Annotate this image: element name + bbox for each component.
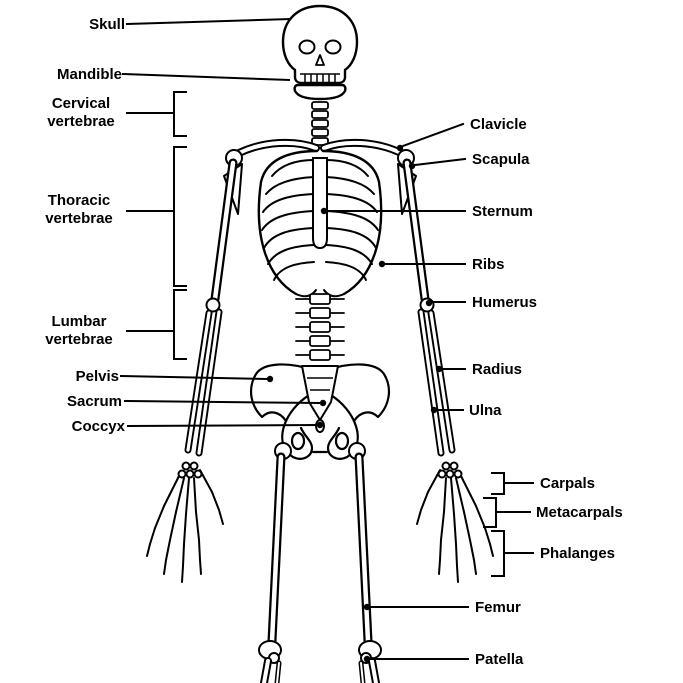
label-metacarpals: Metacarpals	[536, 504, 623, 521]
femur-graphic	[267, 442, 373, 646]
label-patella: Patella	[475, 651, 524, 668]
cervical-spine-graphic	[311, 101, 329, 146]
sacrum-coccyx-graphic	[301, 365, 339, 433]
label-coccyx: Coccyx	[71, 418, 125, 435]
label-sacrum: Sacrum	[66, 393, 122, 410]
humerus-graphic	[210, 158, 430, 304]
label-clavicle: Clavicle	[470, 116, 527, 133]
clavicle-leader	[401, 122, 465, 148]
skull-leader	[125, 17, 292, 26]
sacrum-leader	[123, 399, 322, 405]
label-sternum: Sternum	[472, 203, 533, 220]
label-carpals: Carpals	[540, 475, 596, 492]
label-scapula: Scapula	[472, 151, 530, 168]
coccyx-leader	[126, 423, 319, 428]
skull-graphic	[281, 4, 359, 101]
leader-lines	[119, 17, 534, 660]
clavicle-graphic	[235, 138, 405, 157]
cervical-bracket	[126, 91, 187, 137]
carpals-bracket	[491, 472, 534, 495]
forearm-graphic	[184, 308, 456, 457]
phalanges-bracket	[491, 530, 534, 577]
lumbar-spine-graphic	[295, 293, 345, 361]
label-radius: Radius	[472, 361, 523, 378]
knee-patella-graphic	[258, 640, 382, 664]
right-hand-graphic	[416, 461, 494, 583]
sternum-graphic	[312, 157, 328, 250]
lumbar-bracket	[126, 289, 187, 360]
label-femur: Femur	[475, 599, 521, 616]
pelvis-graphic	[249, 363, 391, 460]
lower-leg-graphic	[260, 657, 380, 683]
label-pelvis: Pelvis	[75, 368, 119, 385]
scapula-leader	[413, 157, 467, 167]
label-thoracic-vertebrae: Thoracic vertebrae	[45, 192, 113, 227]
label-ribs: Ribs	[472, 256, 505, 273]
label-phalanges: Phalanges	[540, 545, 616, 562]
label-lumbar-vertebrae: Lumbar vertebrae	[45, 313, 113, 348]
label-cervical-vertebrae: Cervical vertebrae	[47, 95, 115, 130]
thoracic-bracket	[126, 146, 187, 287]
metacarpals-bracket	[483, 497, 531, 528]
label-skull: Skull	[89, 16, 125, 33]
label-mandible: Mandible	[56, 66, 122, 83]
label-ulna: Ulna	[469, 402, 502, 419]
label-humerus: Humerus	[472, 294, 538, 311]
left-hand-graphic	[146, 461, 224, 583]
mandible-leader	[121, 72, 291, 82]
leader-dots	[266, 144, 443, 663]
pelvis-leader	[119, 374, 269, 381]
